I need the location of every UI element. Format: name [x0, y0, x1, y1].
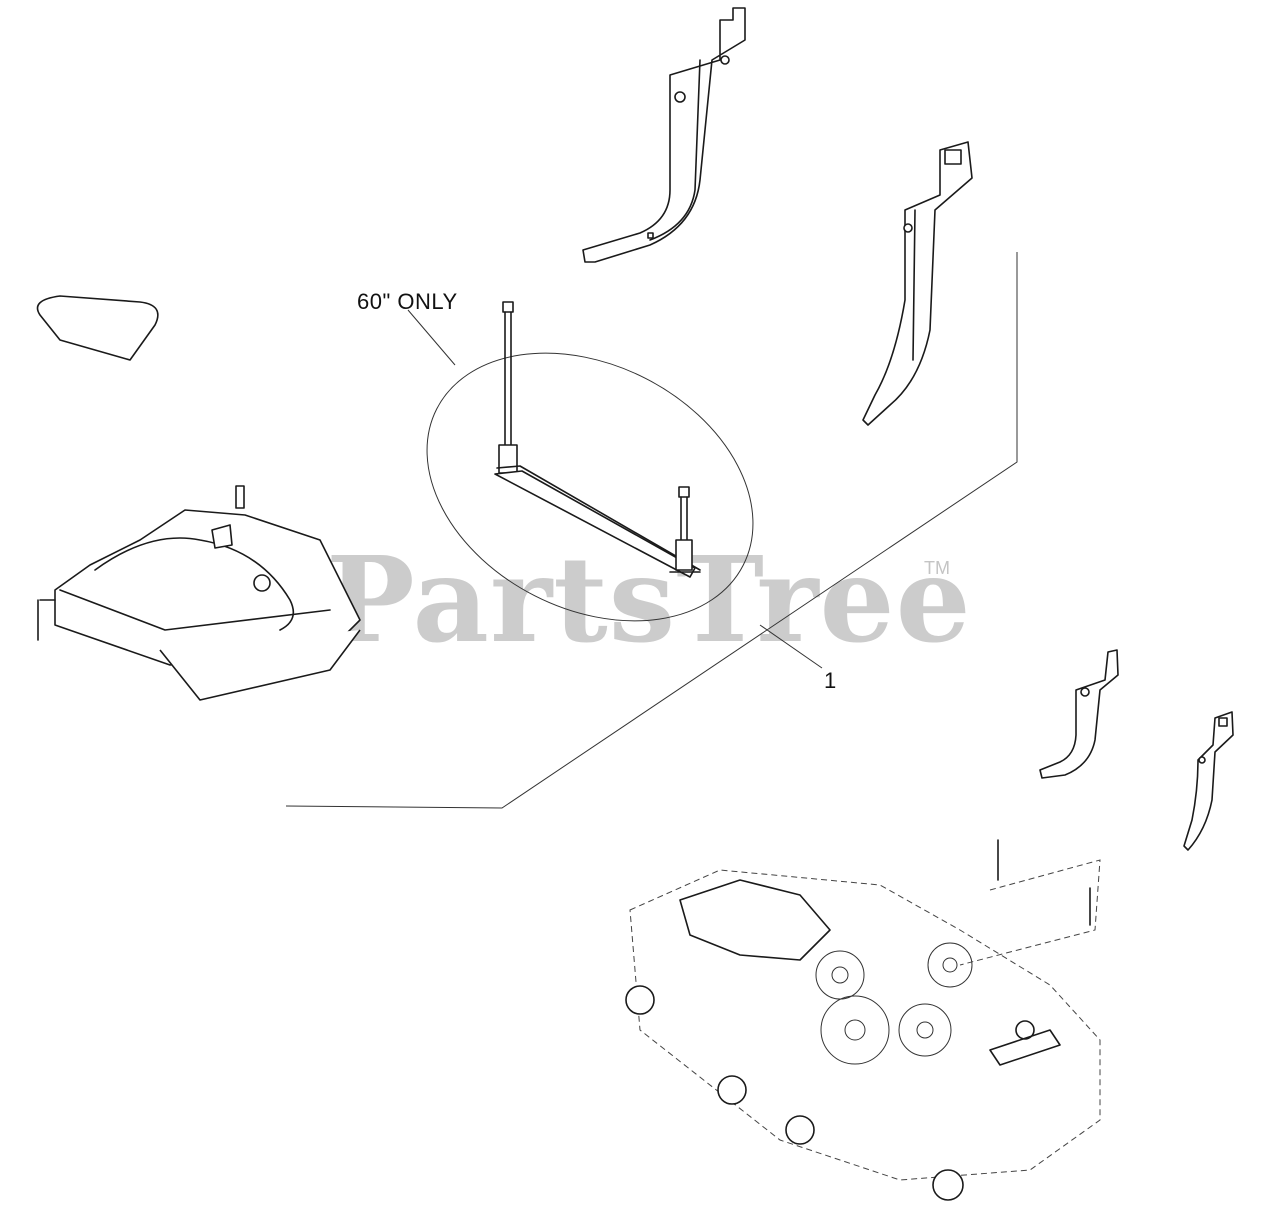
upper-right-bracket [862, 141, 973, 426]
upper-left-bracket [582, 7, 746, 263]
mower-deck-assembly [625, 839, 1101, 1201]
belt-cover-shield [36, 295, 361, 701]
sixty-inch-only-note: 60" ONLY [357, 289, 458, 314]
callout-number: 1 [824, 668, 837, 693]
grouping-outline [285, 252, 1018, 809]
trademark-mark: TM [924, 558, 950, 578]
sixty-inch-only-callout [407, 309, 754, 622]
small-left-bracket [1039, 649, 1119, 779]
small-right-bracket [1183, 711, 1234, 851]
spacer-bar-assembly [494, 301, 701, 578]
